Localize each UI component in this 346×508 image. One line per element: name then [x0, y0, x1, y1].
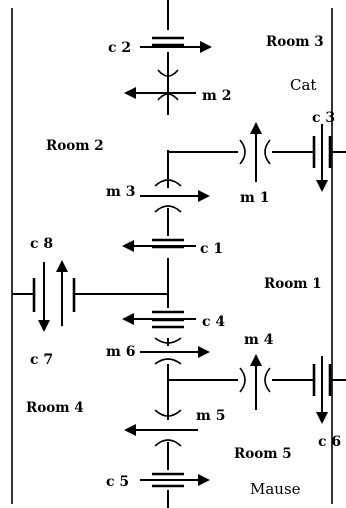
door-c4 — [122, 310, 196, 329]
label-c3: c 3 — [312, 110, 335, 126]
arrow-down-icon — [316, 180, 328, 192]
label-room5: Room 5 — [234, 446, 292, 462]
door-c2 — [140, 36, 212, 53]
door-m2 — [124, 69, 196, 101]
door-m6 — [140, 337, 210, 365]
label-cat: Cat — [290, 76, 316, 94]
door-c5 — [140, 472, 210, 488]
door-c6 — [312, 356, 332, 424]
arrow-left-icon — [124, 424, 136, 436]
label-c5: c 5 — [106, 474, 129, 490]
arrow-right-icon — [198, 346, 210, 358]
arrow-up-icon — [56, 260, 68, 272]
door-m3 — [140, 179, 210, 213]
horizontal-walls — [12, 151, 346, 381]
arrow-right-icon — [200, 41, 212, 53]
arrow-left-icon — [122, 240, 134, 252]
arrow-down-icon — [316, 412, 328, 424]
label-m3: m 3 — [106, 184, 135, 200]
label-mouse: Mause — [250, 480, 301, 498]
label-m4: m 4 — [244, 332, 274, 348]
label-c7: c 7 — [30, 352, 53, 368]
label-m5: m 5 — [196, 408, 225, 424]
label-room1: Room 1 — [264, 276, 322, 292]
arrow-right-icon — [198, 474, 210, 486]
door-c8-c7 — [32, 260, 76, 332]
label-room3: Room 3 — [266, 34, 324, 50]
label-m6: m 6 — [106, 344, 135, 360]
door-c3 — [312, 124, 332, 192]
door-m5 — [124, 409, 198, 447]
label-room4: Room 4 — [26, 400, 84, 416]
labels: c 2 Room 3 Cat m 2 c 3 Room 2 m 3 m 1 c … — [26, 34, 341, 498]
door-c1 — [122, 238, 196, 252]
arrow-right-icon — [198, 190, 210, 202]
label-c8: c 8 — [30, 236, 53, 252]
label-room2: Room 2 — [46, 138, 104, 154]
label-c6: c 6 — [318, 434, 341, 450]
label-m1: m 1 — [240, 190, 269, 206]
arrow-up-icon — [250, 122, 262, 134]
label-c1: c 1 — [200, 241, 223, 257]
arrow-left-icon — [124, 87, 136, 99]
label-m2: m 2 — [202, 88, 231, 104]
label-c2: c 2 — [108, 40, 131, 56]
label-c4: c 4 — [202, 314, 225, 330]
frame — [11, 8, 333, 504]
arrow-down-icon — [38, 320, 50, 332]
door-m1 — [239, 122, 271, 182]
arrow-left-icon — [122, 313, 134, 325]
door-m4 — [239, 354, 271, 410]
arrow-up-icon — [250, 354, 262, 366]
